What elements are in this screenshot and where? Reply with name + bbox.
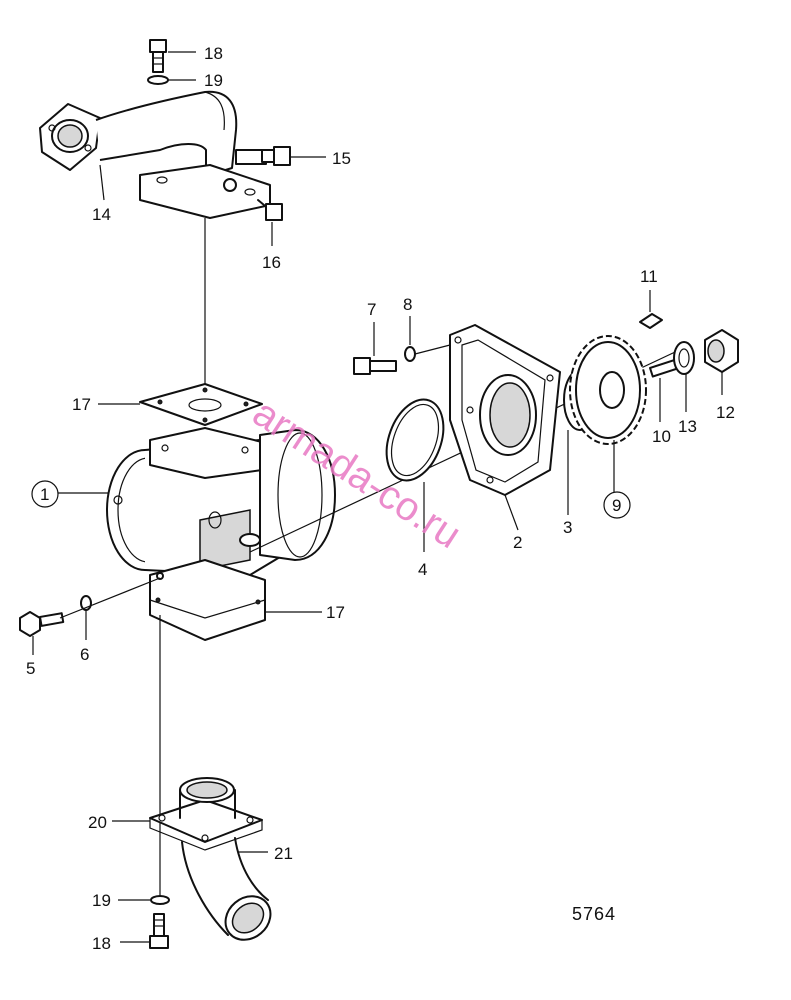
callout-21: 21: [274, 844, 293, 863]
bolt-18-top: [149, 39, 167, 73]
figure-number: 5764: [572, 904, 616, 924]
inlet-elbow-20-21: [149, 777, 272, 941]
callout-10: 10: [652, 427, 671, 446]
callout-1: 1: [40, 485, 49, 504]
callout-11: 11: [640, 267, 658, 286]
callout-15: 15: [332, 149, 351, 168]
bolt-5: [19, 611, 65, 637]
callout-18-top: 18: [204, 44, 223, 63]
callout-4: 4: [418, 560, 427, 579]
washer-19-bottom: [150, 895, 170, 905]
o-ring-4: [385, 398, 445, 482]
bolt-15: [261, 146, 291, 166]
callout-12: 12: [716, 403, 735, 422]
callout-13: 13: [678, 417, 697, 436]
callout-19-top: 19: [204, 71, 223, 90]
nut-12: [704, 329, 739, 373]
callout-18-bottom: 18: [92, 934, 111, 953]
callout-7: 7: [367, 300, 376, 319]
callout-3: 3: [563, 518, 572, 537]
callout-circle-9: [603, 491, 631, 519]
callout-17-upper: 17: [72, 395, 91, 414]
washer-8: [404, 346, 416, 362]
key-11: [639, 313, 663, 329]
callout-8: 8: [403, 295, 412, 314]
assembly-line: [59, 577, 161, 619]
callout-17-lower: 17: [326, 603, 345, 622]
bolt-7: [353, 357, 397, 375]
pump-body-1: [106, 427, 336, 641]
callout-2: 2: [513, 533, 522, 552]
callout-circle-1: [31, 480, 59, 508]
callout-20: 20: [88, 813, 107, 832]
callout-9: 9: [612, 496, 621, 515]
washer-13-inner: [678, 348, 690, 368]
outlet-elbow-14: [39, 90, 271, 219]
callout-6: 6: [80, 645, 89, 664]
washer-13: [673, 341, 695, 375]
bolt-18-bottom: [149, 913, 169, 949]
callout-14: 14: [92, 205, 111, 224]
assembly-line: [414, 344, 451, 355]
leader-line: [504, 494, 519, 531]
leader-line: [99, 164, 105, 201]
washer-19-top: [147, 75, 169, 85]
bolt-16: [257, 199, 283, 221]
cover-plate-2: [449, 324, 561, 496]
gasket-17-upper: [139, 383, 263, 426]
gear-9: [569, 335, 647, 445]
callout-5: 5: [26, 659, 35, 678]
callout-16: 16: [262, 253, 281, 272]
callout-19-bottom: 19: [92, 891, 111, 910]
o-ring-4-inner: [390, 403, 440, 477]
